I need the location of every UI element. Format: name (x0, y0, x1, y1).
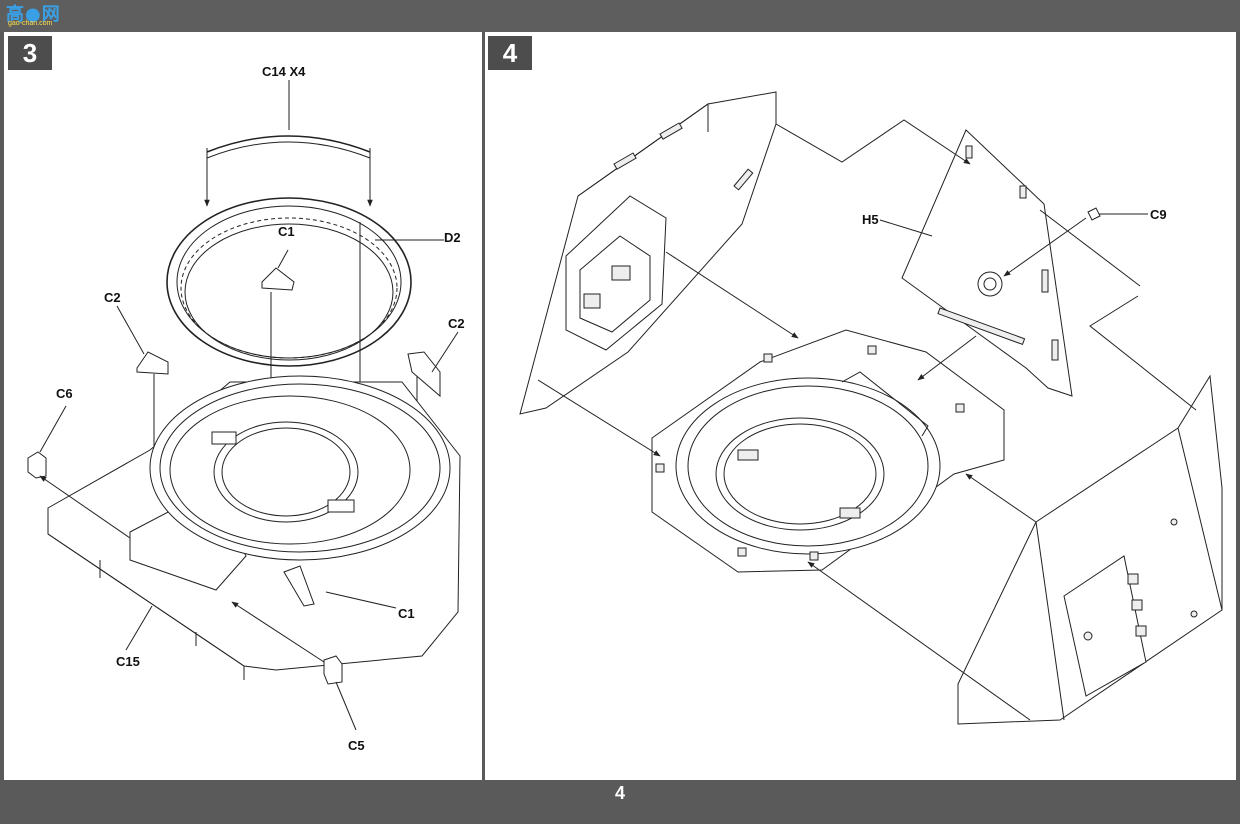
part-left-side-plate (519, 91, 777, 415)
label-c2-right: C2 (448, 316, 465, 331)
site-logo: 高●网 gao-chan.com (6, 2, 70, 28)
label-c15: C15 (116, 654, 140, 669)
part-h5-plate (879, 129, 1148, 397)
label-c14: C14 X4 (262, 64, 306, 79)
label-c9: C9 (1150, 207, 1167, 222)
part-front-plate (957, 374, 1223, 725)
step-4-illustration: H5 C9 (519, 91, 1223, 725)
label-c5: C5 (348, 738, 365, 753)
step-4-number: 4 (488, 36, 532, 70)
part-d2-ring (166, 197, 444, 367)
part-c14-track (204, 116, 373, 207)
label-c2-left: C2 (104, 290, 121, 305)
label-h5: H5 (862, 212, 879, 227)
page-number: 4 (614, 783, 625, 803)
part-c1-top (261, 249, 295, 395)
label-c6: C6 (56, 386, 73, 401)
label-c1-top: C1 (278, 224, 295, 239)
logo-text: 高●网 (6, 4, 61, 25)
part-hull-floor (651, 329, 1005, 573)
part-c6 (27, 405, 131, 539)
step-3-illustration: C14 X4 D2 C1 C2 C2 C6 C1 C15 C5 (27, 64, 465, 753)
logo-url: gao-chan.com (8, 20, 53, 27)
step-3-number: 3 (8, 36, 52, 70)
top-bar: 高●网 gao-chan.com (0, 0, 1240, 32)
part-c5 (231, 601, 357, 731)
part-c15-base (47, 375, 461, 680)
label-d2: D2 (444, 230, 461, 245)
label-c1-bottom: C1 (398, 606, 415, 621)
bottom-bar (0, 780, 1240, 824)
